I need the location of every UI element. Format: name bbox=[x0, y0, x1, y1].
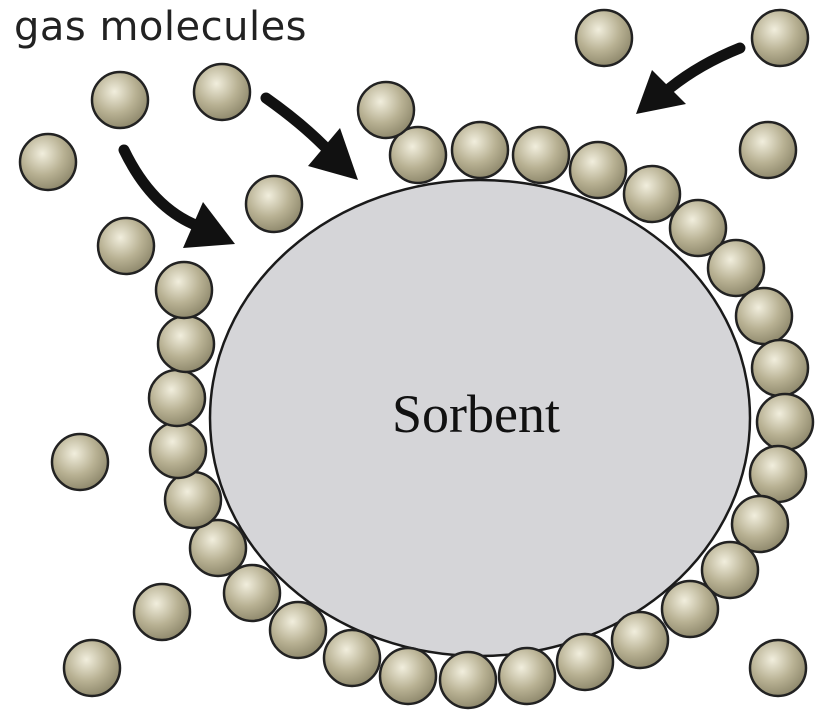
gas-molecule bbox=[574, 8, 634, 68]
arrowhead-icon bbox=[308, 128, 358, 180]
arrowhead-icon bbox=[636, 70, 686, 114]
gas-molecule bbox=[132, 582, 192, 642]
adsorbed-molecule bbox=[322, 628, 382, 688]
adsorbed-molecule bbox=[568, 140, 628, 200]
adsorbed-molecule bbox=[148, 420, 208, 480]
adsorbed-molecule bbox=[660, 579, 720, 639]
arrow-icon bbox=[118, 144, 204, 232]
gas-molecule bbox=[750, 8, 810, 68]
adsorbed-molecule bbox=[700, 540, 760, 600]
gas-molecule bbox=[62, 638, 122, 698]
adsorbed-molecule bbox=[156, 314, 216, 374]
arrow-icon bbox=[260, 92, 330, 152]
gas-molecule bbox=[738, 120, 798, 180]
arrows bbox=[118, 42, 746, 248]
adsorbed-molecule bbox=[222, 563, 282, 623]
gas-molecule bbox=[192, 62, 252, 122]
adsorbed-molecule bbox=[497, 646, 557, 706]
adsorbed-molecule bbox=[147, 368, 207, 428]
adsorbed-molecule bbox=[668, 198, 728, 258]
adsorbed-molecule bbox=[388, 125, 448, 185]
gas-molecule bbox=[90, 70, 150, 130]
adsorbed-molecule bbox=[730, 494, 790, 554]
gas-molecule bbox=[18, 132, 78, 192]
arrow-icon bbox=[664, 42, 746, 94]
adsorbed-molecule bbox=[555, 632, 615, 692]
gas-molecule bbox=[356, 80, 416, 140]
adsorbed-molecule bbox=[163, 470, 223, 530]
molecules-group bbox=[18, 8, 815, 710]
arrowhead-icon bbox=[183, 202, 235, 248]
adsorbed-molecule bbox=[755, 392, 815, 452]
adsorbed-molecule bbox=[750, 338, 810, 398]
adsorbed-molecule bbox=[610, 610, 670, 670]
gas-molecule bbox=[244, 174, 304, 234]
adsorbed-molecule bbox=[154, 260, 214, 320]
adsorbed-molecule bbox=[622, 164, 682, 224]
adsorbed-molecule bbox=[748, 444, 808, 504]
adsorbed-molecule bbox=[511, 125, 571, 185]
gas-molecules-label: gas molecules bbox=[14, 4, 308, 50]
sorbent-label: Sorbent bbox=[392, 384, 560, 444]
adsorbed-molecule bbox=[378, 646, 438, 706]
adsorbed-molecule bbox=[450, 120, 510, 180]
adsorbed-molecule bbox=[734, 286, 794, 346]
adsorbed-molecule bbox=[706, 238, 766, 298]
adsorbed-molecule bbox=[188, 518, 248, 578]
gas-molecule bbox=[50, 432, 110, 492]
gas-molecule bbox=[748, 638, 808, 698]
gas-molecule bbox=[96, 216, 156, 276]
adsorbed-molecule bbox=[268, 600, 328, 660]
adsorbed-molecule bbox=[438, 650, 498, 710]
